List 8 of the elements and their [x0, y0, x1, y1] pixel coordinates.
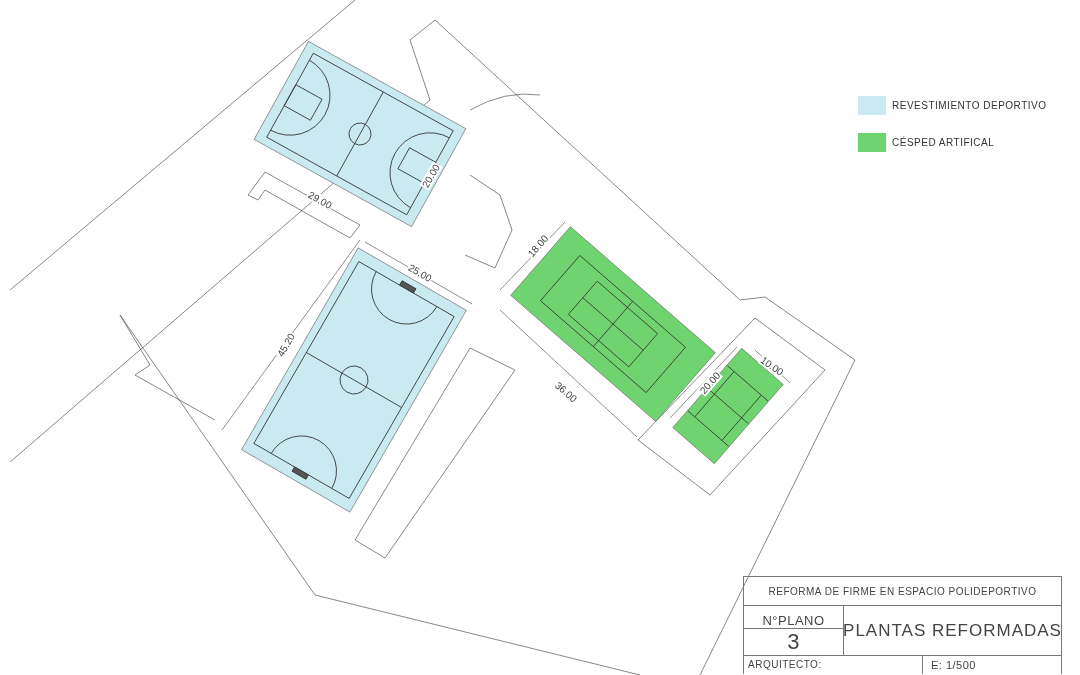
scale-label: E: 1/500 [930, 658, 976, 672]
plan-title: PLANTAS REFORMADAS [844, 620, 1061, 641]
legend-label: CÉSPED ARTIFICAL [892, 137, 995, 148]
project-title: REFORMA DE FIRME EN ESPACIO POLIDEPORTIVO [768, 585, 1037, 597]
architect-label: ARQUITECTO: [747, 659, 822, 671]
plan-number-label: N°PLANO [762, 613, 825, 628]
legend-label: REVESTIMIENTO DEPORTIVO [892, 100, 1047, 111]
plan-number: 3 [787, 629, 800, 655]
